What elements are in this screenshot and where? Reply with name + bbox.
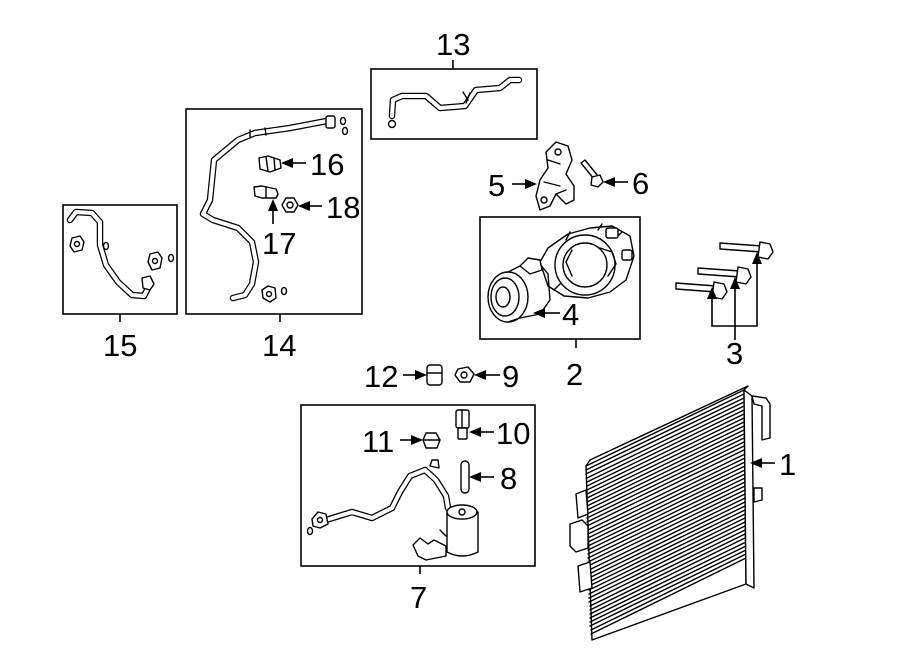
callout-4: 4: [562, 297, 579, 332]
callout-9: 9: [502, 359, 519, 394]
callout-17: 17: [262, 226, 296, 261]
callout-5: 5: [488, 168, 505, 203]
compressor-box: [479, 216, 641, 340]
compressor-bracket-icon: [535, 141, 575, 211]
callout-18: 18: [326, 190, 360, 225]
callout-14: 14: [262, 328, 296, 363]
callout-12: 12: [364, 359, 398, 394]
callout-13: 13: [436, 27, 470, 62]
callout-7: 7: [410, 580, 427, 615]
line-nut-icon: [281, 197, 299, 213]
pressure-switch-icon: [455, 409, 470, 440]
compressor-assembly-icon: [539, 223, 635, 299]
callout-16: 16: [310, 147, 344, 182]
discharge-hose-icon: [185, 108, 363, 315]
valve-cap-icon: [426, 364, 443, 386]
clutch-pulley-icon: [487, 257, 551, 323]
service-valve-icon: [253, 185, 279, 199]
ac-line-icon: [370, 68, 538, 140]
callout-15: 15: [103, 328, 137, 363]
nut-icon: [454, 366, 475, 383]
cap-icon: [422, 432, 441, 449]
callout-2: 2: [566, 357, 583, 392]
callout-10: 10: [496, 416, 530, 451]
receiver-drier-assembly-icon: [306, 459, 479, 561]
suction-hose-icon: [62, 204, 178, 315]
drier-desiccant-icon: [460, 460, 470, 494]
callout-3: 3: [726, 336, 743, 371]
pressure-sensor-icon: [258, 155, 282, 173]
bracket-bolt-icon: [580, 159, 604, 188]
callout-1: 1: [779, 447, 796, 482]
callout-8: 8: [500, 461, 517, 496]
condenser-icon: [569, 385, 771, 641]
callout-6: 6: [632, 166, 649, 201]
receiver-drier-box: [300, 404, 536, 567]
callout-11: 11: [362, 424, 394, 459]
mounting-bolts-icon: [675, 241, 774, 300]
